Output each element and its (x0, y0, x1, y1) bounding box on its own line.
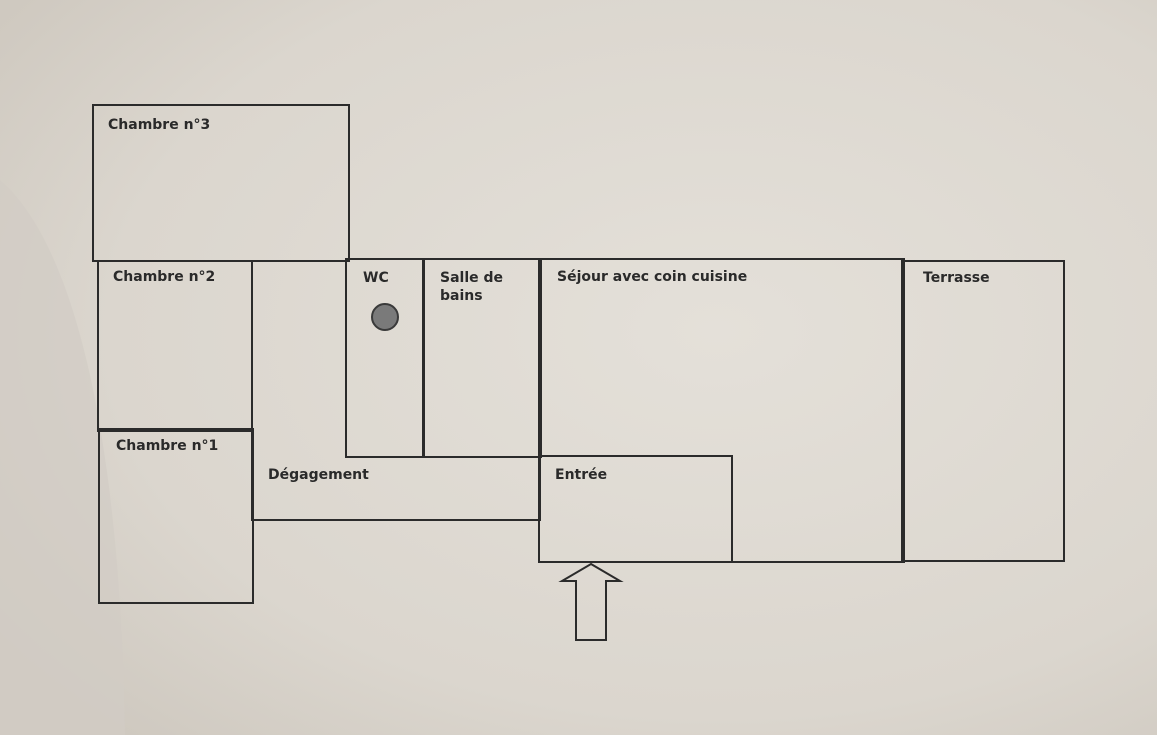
entry-arrow-icon (558, 562, 624, 641)
label-degagement: Dégagement (268, 467, 369, 483)
room-terrasse (901, 260, 1065, 562)
label-chambre-2: Chambre n°2 (113, 269, 216, 285)
label-entree: Entrée (555, 467, 608, 483)
room-wc (345, 258, 425, 458)
label-salle-de-bains-1: Salle de (440, 270, 504, 286)
label-chambre-1: Chambre n°1 (116, 438, 219, 454)
room-salle-de-bains (422, 258, 542, 458)
room-degagement (251, 455, 541, 521)
label-terrasse: Terrasse (923, 270, 990, 286)
room-chambre-1 (98, 428, 254, 604)
room-entree (538, 455, 733, 563)
label-wc: WC (363, 270, 389, 286)
label-salle-de-bains-2: bains (440, 288, 483, 304)
label-sejour: Séjour avec coin cuisine (557, 269, 748, 285)
label-chambre-3: Chambre n°3 (108, 117, 211, 133)
room-degagement-upper (251, 260, 349, 460)
wc-marker-icon (371, 303, 399, 331)
